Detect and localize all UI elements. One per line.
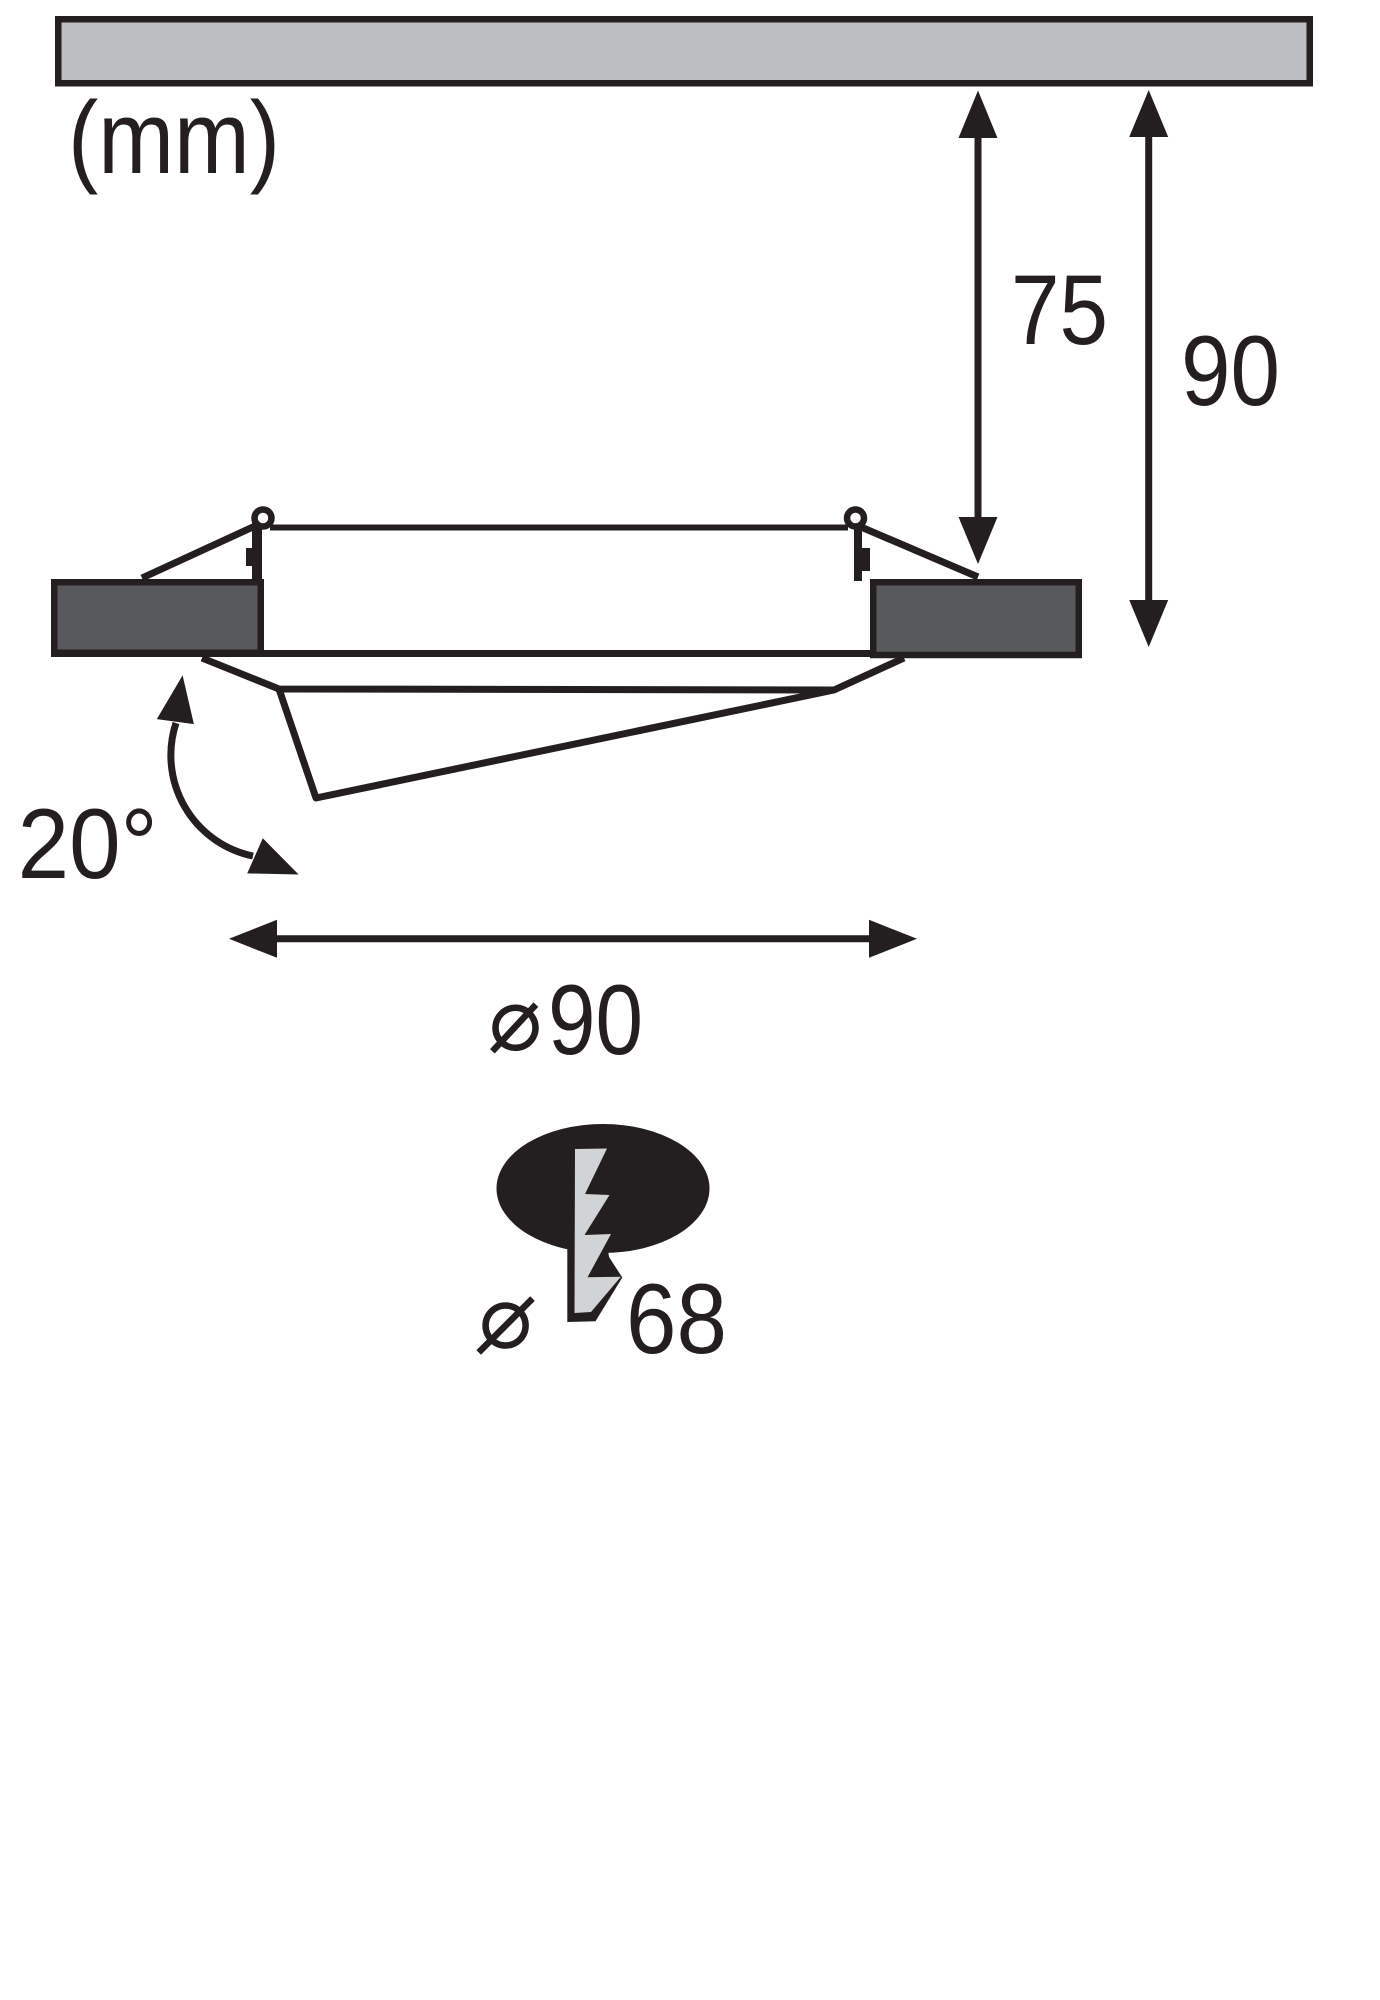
svg-text:(mm): (mm) bbox=[68, 80, 280, 195]
svg-text:68: 68 bbox=[626, 1263, 727, 1374]
svg-text:90: 90 bbox=[1181, 315, 1280, 426]
svg-text:20°: 20° bbox=[18, 788, 158, 899]
svg-text:90: 90 bbox=[548, 964, 643, 1075]
svg-text:75: 75 bbox=[1011, 254, 1108, 365]
